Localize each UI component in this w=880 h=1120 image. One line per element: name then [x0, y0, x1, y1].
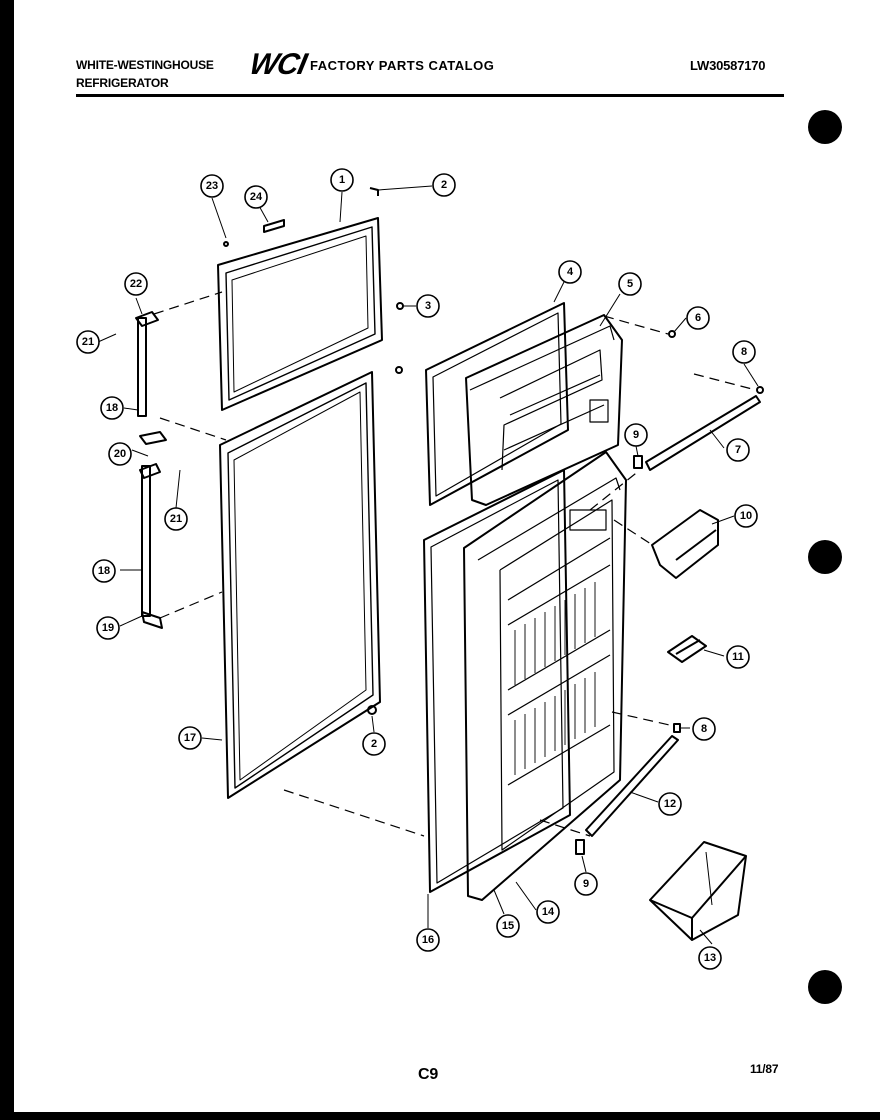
shelf-bar-12: [585, 735, 679, 837]
callout-12: 12: [658, 792, 682, 816]
svg-text:14: 14: [542, 906, 555, 918]
svg-text:11: 11: [732, 651, 744, 663]
callout-7: 7: [726, 438, 750, 462]
callout-24: 24: [244, 185, 268, 209]
callout-16: 16: [416, 928, 440, 952]
freezer-door-gasket: [425, 302, 569, 506]
callout-19: 19: [96, 616, 120, 640]
freezer-gasket: [217, 217, 383, 411]
callout-10: 10: [734, 504, 758, 528]
svg-text:3: 3: [425, 300, 431, 312]
svg-text:13: 13: [704, 952, 716, 964]
svg-text:2: 2: [371, 738, 377, 750]
callout-2-top: 2: [432, 173, 456, 197]
binder-hole-bottom: [808, 970, 842, 1004]
svg-text:20: 20: [114, 448, 126, 460]
callout-18-top: 18: [100, 396, 124, 420]
header-rule: [76, 94, 784, 97]
callout-23: 23: [200, 174, 224, 198]
catalog-title: FACTORY PARTS CATALOG: [310, 58, 495, 73]
shelf-bar-7: [645, 395, 761, 471]
svg-text:22: 22: [130, 278, 142, 290]
callout-21-bottom: 21: [164, 507, 188, 531]
svg-text:9: 9: [633, 429, 639, 441]
callout-17: 17: [178, 726, 202, 750]
svg-text:10: 10: [740, 510, 752, 522]
alignment-lines: [153, 291, 757, 837]
callout-6: 6: [686, 306, 710, 330]
svg-text:16: 16: [422, 934, 434, 946]
crisper-bin-13: [649, 841, 747, 941]
freezer-door-liner: [465, 314, 623, 506]
callout-9-bottom: 9: [574, 872, 598, 896]
catalog-date: 11/87: [750, 1062, 779, 1076]
svg-text:18: 18: [98, 565, 110, 577]
svg-text:21: 21: [82, 336, 94, 348]
brand-name: WHITE-WESTINGHOUSE: [76, 58, 214, 72]
svg-text:8: 8: [701, 723, 707, 735]
shelf-10: [651, 509, 719, 579]
callout-14: 14: [536, 900, 560, 924]
svg-text:19: 19: [102, 622, 114, 634]
svg-text:21: 21: [170, 513, 182, 525]
callout-1: 1: [330, 168, 354, 192]
page-number: C9: [418, 1066, 439, 1083]
callout-22: 22: [124, 272, 148, 296]
svg-text:8: 8: [741, 346, 747, 358]
callout-3: 3: [416, 294, 440, 318]
svg-text:15: 15: [502, 920, 514, 932]
shelf-11: [667, 635, 707, 663]
svg-text:9: 9: [583, 878, 589, 890]
svg-text:23: 23: [206, 180, 218, 192]
fresh-food-door-liner: [463, 451, 627, 901]
svg-text:17: 17: [184, 732, 196, 744]
callout-9-top: 9: [624, 423, 648, 447]
callout-2-bottom: 2: [362, 732, 386, 756]
binder-hole-middle: [808, 540, 842, 574]
svg-text:6: 6: [695, 312, 701, 324]
svg-text:18: 18: [106, 402, 118, 414]
callout-21-top: 21: [76, 330, 100, 354]
svg-text:7: 7: [735, 444, 741, 456]
svg-text:2: 2: [441, 179, 447, 191]
fresh-food-door-gasket: [423, 469, 571, 893]
svg-text:24: 24: [250, 191, 263, 203]
svg-text:4: 4: [567, 266, 574, 278]
leader-lines: [97, 185, 759, 945]
callout-15: 15: [496, 914, 520, 938]
svg-text:12: 12: [664, 798, 676, 810]
callout-13: 13: [698, 946, 722, 970]
callout-18-bottom: 18: [92, 559, 116, 583]
callout-4: 4: [558, 260, 582, 284]
callout-8-top: 8: [732, 340, 756, 364]
svg-text:1: 1: [339, 174, 345, 186]
callout-20: 20: [108, 442, 132, 466]
svg-text:5: 5: [627, 278, 633, 290]
hinge-parts: [135, 187, 764, 855]
callout-8-bottom: 8: [692, 717, 716, 741]
model-number: LW30587170: [690, 58, 766, 73]
callout-5: 5: [618, 272, 642, 296]
callout-11: 11: [726, 645, 750, 669]
fresh-food-gasket: [219, 371, 381, 799]
binder-hole-top: [808, 110, 842, 144]
product-name: REFRIGERATOR: [76, 76, 169, 90]
